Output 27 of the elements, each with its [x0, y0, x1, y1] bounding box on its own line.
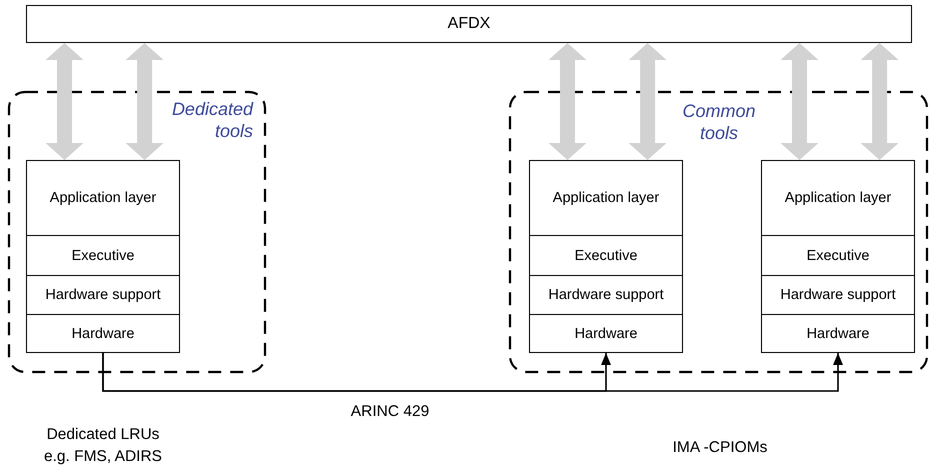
double-arrow: [860, 43, 899, 160]
layer-box: Hardware: [529, 314, 683, 353]
group-caption: Dedicated LRUs e.g. FMS, ADIRS: [42, 425, 163, 467]
layer-box: Hardware support: [26, 275, 180, 315]
bus-label: ARINC 429: [350, 402, 430, 422]
layer-box: Hardware: [761, 314, 915, 353]
layer-box: Application layer: [761, 160, 915, 236]
group-title: Common tools: [681, 100, 757, 144]
layer-box: Application layer: [529, 160, 683, 236]
group-title: Dedicated tools: [170, 98, 253, 142]
double-arrow: [548, 43, 586, 160]
double-arrow: [628, 43, 667, 160]
double-arrow: [126, 43, 164, 160]
layer-box: Hardware support: [529, 275, 683, 315]
double-arrow: [780, 43, 818, 160]
layer-box: Executive: [26, 235, 180, 276]
layer-box: Hardware support: [761, 275, 915, 315]
layer-box: Executive: [529, 235, 683, 276]
dashed-group: [8, 91, 266, 373]
bus-connector: [102, 353, 843, 392]
layer-box: Application layer: [26, 160, 180, 236]
double-arrow: [46, 43, 84, 160]
layer-box: Hardware: [26, 314, 180, 353]
bus-label: IMA -CPIOMs: [672, 438, 768, 458]
dashed-group: [509, 91, 928, 373]
layer-box: Executive: [761, 235, 915, 276]
bus-bar: AFDX: [26, 5, 912, 43]
